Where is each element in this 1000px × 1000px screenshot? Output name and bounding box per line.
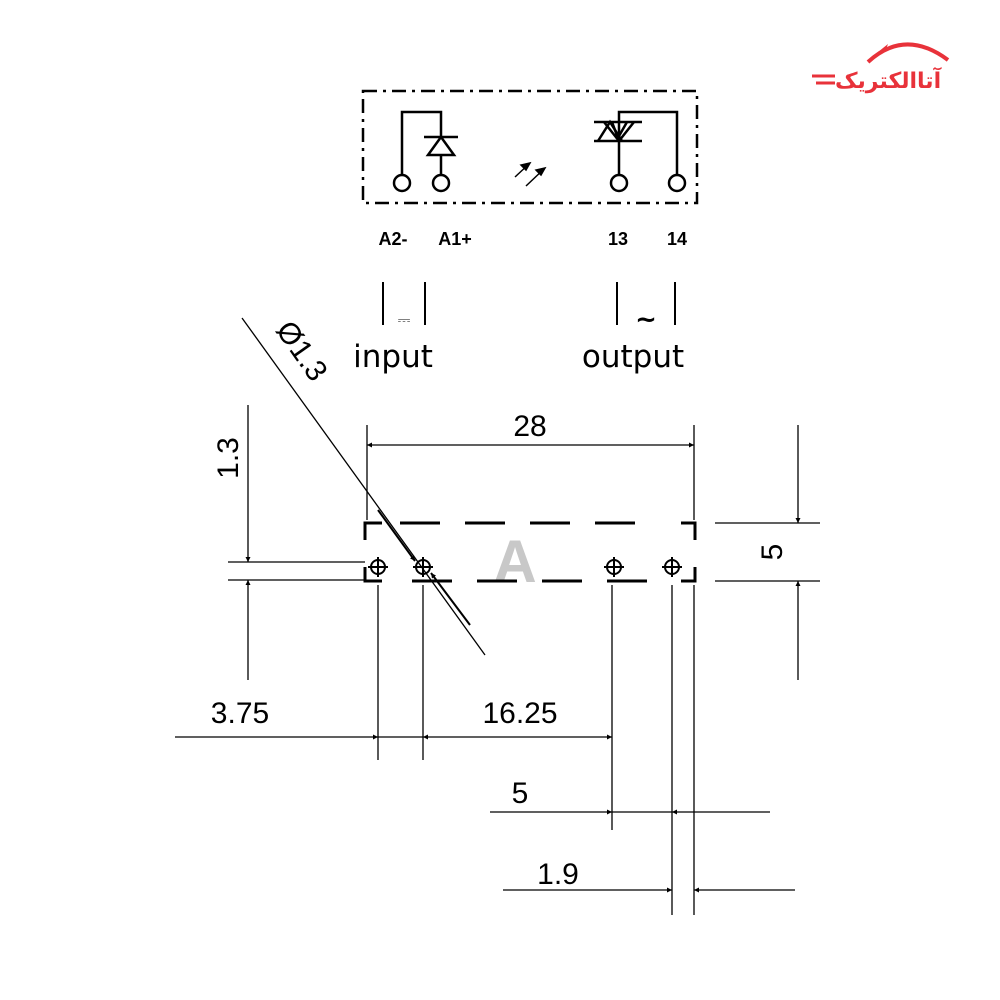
dim-width: 28 <box>513 410 546 443</box>
dim-pitch-2: 16.25 <box>482 697 557 730</box>
input-label: input <box>353 339 433 375</box>
terminal-label-a2: A2- <box>378 229 407 249</box>
component-outline <box>361 89 699 205</box>
watermark: A <box>493 528 536 595</box>
relay-schematic <box>361 89 699 205</box>
terminal-label-14: 14 <box>667 229 687 249</box>
dimension-lines <box>175 317 820 915</box>
dim-height: 5 <box>756 544 789 561</box>
dim-hole-offset: 1.3 <box>212 437 245 479</box>
terminal-a2 <box>392 173 412 193</box>
terminal-label-13: 13 <box>608 229 628 249</box>
terminal-label-a1: A1+ <box>438 229 472 249</box>
dim-pitch-3: 5 <box>512 777 529 810</box>
ac-symbol-icon: ~ <box>635 305 657 335</box>
dc-symbol-icon: ⎓ <box>398 310 411 329</box>
terminal-14 <box>667 173 687 193</box>
footprint <box>363 521 697 583</box>
brand-logo: آتاالکتریک <box>812 42 950 94</box>
dim-hole-diameter: Ø1.3 <box>269 315 333 387</box>
logo-text: آتاالکتریک <box>835 66 942 94</box>
dim-pitch-1: 3.75 <box>211 697 269 730</box>
terminal-13 <box>609 173 629 193</box>
optocoupler-light-icon <box>514 161 547 187</box>
led-diode-icon <box>425 134 457 157</box>
dim-edge-offset: 1.9 <box>537 858 579 891</box>
terminal-a1 <box>431 173 451 193</box>
output-label: output <box>582 339 684 375</box>
